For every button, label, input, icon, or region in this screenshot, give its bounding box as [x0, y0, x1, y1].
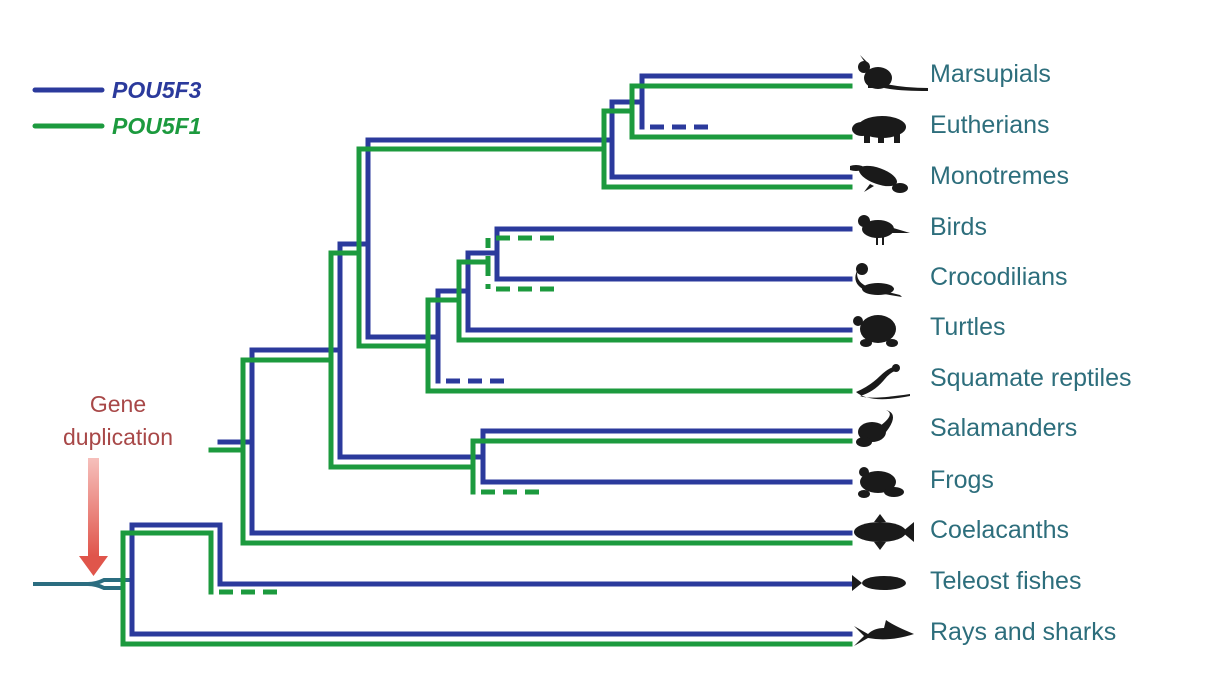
- taxon-label: Marsupials: [930, 60, 1051, 88]
- pou5f3-tree: [129, 73, 853, 637]
- legend-label-pou5f3: POU5F3: [112, 77, 202, 103]
- gene-duplication-line2: duplication: [63, 424, 173, 450]
- crocodile-icon: [855, 263, 902, 297]
- pou5f1-tree: [120, 83, 853, 647]
- turtle-icon: [853, 315, 898, 347]
- raccoon-icon: [852, 116, 906, 143]
- bird-icon: [858, 215, 910, 245]
- taxon-label: Birds: [930, 213, 987, 241]
- lizard-icon: [856, 364, 910, 400]
- taxon-label: Salamanders: [930, 414, 1078, 442]
- taxon-label: Frogs: [930, 466, 994, 494]
- gene-duplication-label: Gene duplication: [40, 388, 196, 454]
- taxon-label: Rays and sharks: [930, 618, 1117, 646]
- frog-icon: [858, 467, 904, 498]
- taxon-label: Turtles: [930, 313, 1006, 341]
- taxon-label: Eutherians: [930, 111, 1050, 139]
- taxon-label: Teleost fishes: [930, 567, 1082, 595]
- coelacanth-icon: [854, 514, 914, 550]
- kangaroo-icon: [858, 55, 928, 91]
- taxon-label: Crocodilians: [930, 263, 1068, 291]
- gene-duplication-arrow: [79, 458, 108, 576]
- fish-icon: [852, 575, 906, 591]
- taxon-label: Coelacanths: [930, 516, 1069, 544]
- salamander-icon: [856, 410, 893, 447]
- legend-label-pou5f1: POU5F1: [112, 113, 202, 139]
- root-stem: [33, 578, 130, 590]
- platypus-icon: [850, 165, 908, 193]
- gene-duplication-line1: Gene: [89, 391, 147, 417]
- taxon-label: Monotremes: [930, 162, 1069, 190]
- shark-icon: [854, 620, 914, 646]
- taxon-label: Squamate reptiles: [930, 364, 1132, 392]
